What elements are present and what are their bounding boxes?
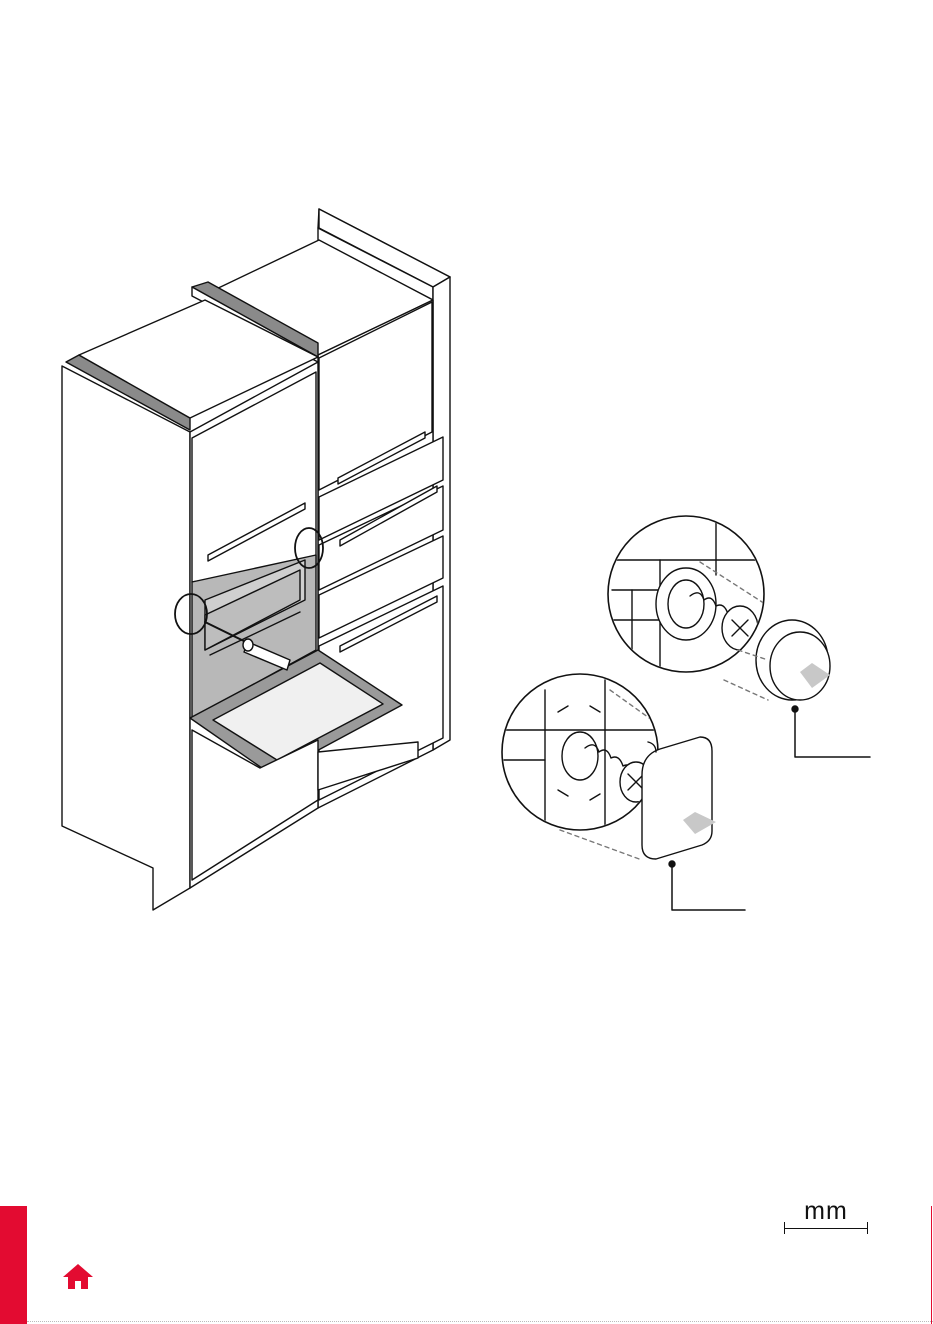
footer-accent-bar <box>0 1206 27 1324</box>
home-icon[interactable] <box>61 1261 95 1291</box>
unit-label: mm <box>780 1196 872 1226</box>
footer-right-rule <box>931 1206 932 1324</box>
cabinet-unit <box>62 209 450 910</box>
footer-bottom-rule <box>27 1321 933 1322</box>
scale-tick-left <box>784 1222 785 1234</box>
scale-tick-right <box>867 1222 868 1234</box>
scale-bar <box>784 1228 868 1229</box>
callout-square-cover <box>502 674 745 910</box>
unit-indicator: mm <box>780 1196 872 1238</box>
